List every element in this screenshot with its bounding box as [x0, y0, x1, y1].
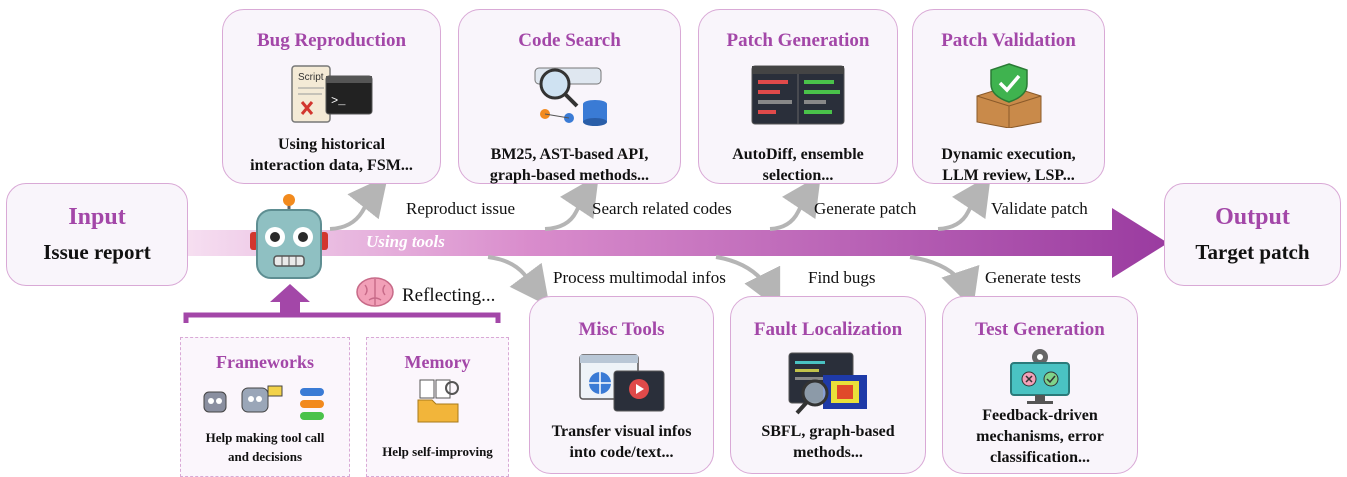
memory-box: Memory Help self-improving — [366, 337, 509, 477]
misc-tools-card: Misc Tools Transfer visual infos into co… — [529, 296, 714, 474]
patch-generation-card: Patch Generation AutoDiff, ensemble sele… — [698, 9, 898, 184]
patch-generation-desc-1: AutoDiff, ensemble — [732, 146, 864, 163]
test-generation-desc-3: classification... — [990, 449, 1090, 466]
edge-label-find-bugs: Find bugs — [808, 268, 876, 287]
patch-validation-desc-1: Dynamic execution, — [941, 146, 1076, 163]
bug-reproduction-card: Bug Reproduction Script >_ Using histori… — [222, 9, 441, 184]
heatmap-code-icon — [785, 351, 871, 422]
bug-reproduction-title: Bug Reproduction — [256, 30, 407, 51]
edge-label-search-codes: Search related codes — [592, 199, 732, 218]
video-browser-icon — [576, 351, 668, 420]
svg-text:>_: >_ — [331, 94, 346, 108]
patch-validation-card: Patch Validation Dynamic execution, LLM … — [912, 9, 1105, 184]
test-monitor-icon — [1005, 347, 1075, 410]
edge-label-validate-patch: Validate patch — [991, 199, 1088, 218]
main-flow-arrow — [186, 208, 1168, 278]
input-box: Input Issue report — [6, 183, 188, 286]
reflecting-label: Reflecting... — [402, 285, 496, 306]
robots-group-icon — [200, 382, 330, 427]
code-search-desc-1: BM25, AST-based API, — [490, 146, 649, 163]
edge-validate — [937, 174, 991, 231]
edge-patch — [769, 174, 821, 231]
edge-label-reproduct-issue: Reproduct issue — [406, 199, 516, 218]
bug-reproduction-desc-1: Using historical — [277, 136, 386, 153]
support-bracket — [183, 312, 501, 323]
edge-reproduct — [329, 175, 388, 231]
memory-desc-1: Help self-improving — [382, 444, 493, 459]
code-search-desc-2: graph-based methods... — [489, 167, 650, 184]
using-tools-label: Using tools — [366, 232, 445, 251]
test-generation-title: Test Generation — [975, 319, 1105, 340]
test-generation-card: Test Generation Feedback-driven mechanis… — [942, 296, 1138, 474]
output-title: Output — [1215, 204, 1290, 230]
frameworks-title: Frameworks — [216, 352, 314, 372]
patch-generation-desc-2: selection... — [762, 167, 834, 184]
memory-title: Memory — [404, 352, 471, 372]
svg-text:Script: Script — [298, 72, 324, 83]
frameworks-desc-2: and decisions — [227, 449, 303, 464]
fault-localization-card: Fault Localization SBFL, graph-based met… — [730, 296, 926, 474]
misc-tools-desc-1: Transfer visual infos — [551, 423, 692, 440]
test-generation-desc-2: mechanisms, error — [976, 428, 1104, 445]
misc-tools-desc-2: into code/text... — [569, 444, 674, 461]
output-box: Output Target patch — [1164, 183, 1341, 286]
edge-bugs — [715, 255, 781, 311]
misc-tools-title: Misc Tools — [578, 319, 665, 340]
edge-multimodal — [487, 255, 550, 307]
code-editor-icon — [750, 62, 846, 133]
patch-validation-desc-2: LLM review, LSP... — [942, 167, 1075, 184]
search-database-icon — [525, 62, 615, 133]
edge-label-multimodal: Process multimodal infos — [553, 268, 726, 287]
edge-label-generate-patch: Generate patch — [814, 199, 917, 218]
input-title: Input — [68, 204, 126, 230]
script-terminal-icon: Script >_ — [286, 62, 378, 133]
code-search-card: Code Search BM25, AST-based API, graph-b… — [458, 9, 681, 184]
fault-localization-desc-1: SBFL, graph-based — [761, 423, 895, 440]
bug-reproduction-desc-2: interaction data, FSM... — [250, 157, 413, 174]
output-subtitle: Target patch — [1195, 240, 1310, 264]
input-subtitle: Issue report — [43, 240, 151, 264]
fault-localization-title: Fault Localization — [753, 319, 903, 340]
edge-tests — [909, 255, 980, 310]
shield-box-icon — [969, 62, 1049, 133]
folder-documents-icon — [414, 378, 462, 429]
code-search-title: Code Search — [518, 30, 621, 51]
robot-icon — [250, 192, 328, 282]
fault-localization-desc-2: methods... — [793, 444, 863, 461]
patch-generation-title: Patch Generation — [726, 30, 870, 51]
edge-search — [544, 174, 599, 231]
up-arrow — [270, 284, 310, 315]
edge-label-generate-tests: Generate tests — [985, 268, 1081, 287]
test-generation-desc-1: Feedback-driven — [982, 407, 1098, 424]
patch-validation-title: Patch Validation — [941, 30, 1076, 51]
frameworks-box: Frameworks Help making tool call and dec… — [180, 337, 350, 477]
frameworks-desc-1: Help making tool call — [205, 430, 325, 445]
brain-icon — [355, 276, 395, 308]
